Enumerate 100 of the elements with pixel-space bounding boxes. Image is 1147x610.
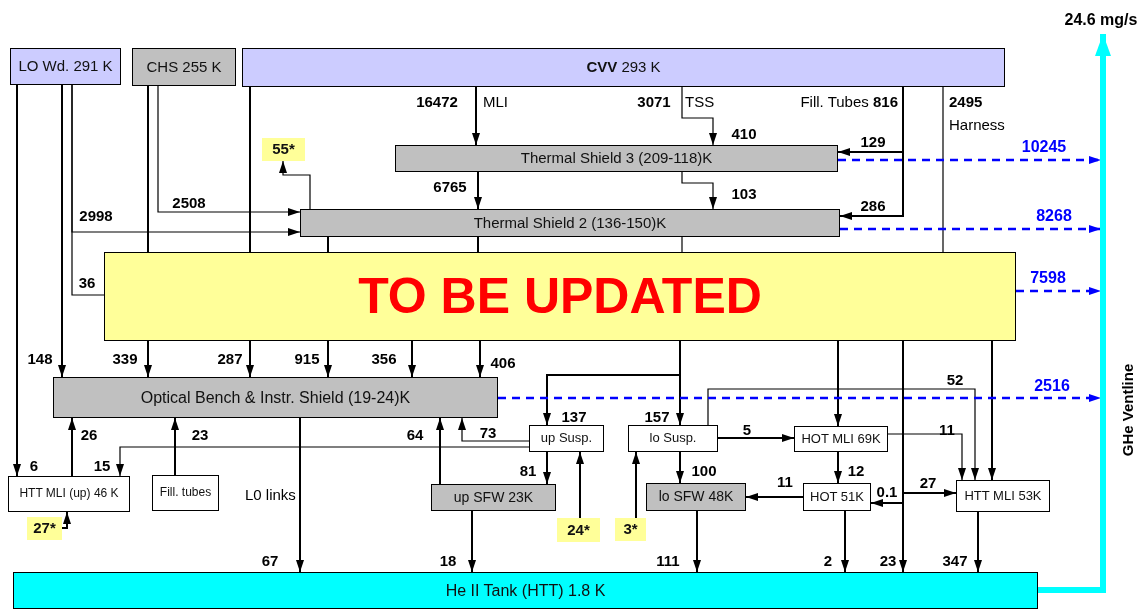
edge-label: 0.1 <box>876 483 898 499</box>
edge-label: 64 <box>406 426 424 442</box>
connector-line <box>71 84 105 296</box>
text-label: TSS <box>685 93 715 109</box>
arrow <box>13 84 21 477</box>
edge-label: 36 <box>78 274 96 290</box>
edge-label: 16472 <box>416 93 458 109</box>
text-label: 3071 <box>637 93 671 109</box>
arrow <box>693 510 701 573</box>
arrow <box>116 446 530 477</box>
connector-line <box>942 86 944 253</box>
edge-label: 23 <box>879 552 897 568</box>
component-box: up SFW 23K <box>431 484 556 511</box>
arrow <box>839 86 904 220</box>
edge-label: 10245 <box>1021 139 1067 155</box>
edge-label: 406 <box>490 354 516 370</box>
arrow <box>988 340 996 481</box>
component-box: HOT 51K <box>803 483 871 511</box>
arrow <box>246 340 254 378</box>
component-box: CHS 255 K <box>132 48 236 86</box>
value-tag: 3* <box>615 518 646 541</box>
edge-label: 286 <box>860 197 886 213</box>
connector-line <box>681 236 683 253</box>
arrow <box>834 451 842 484</box>
edge-label: 52 <box>946 371 964 387</box>
component-box: LO Wd. 291 K <box>10 48 121 85</box>
arrow <box>144 340 152 378</box>
value-tag: 27* <box>27 517 62 540</box>
edge-label: 287 <box>217 350 243 366</box>
edge-label: 81 <box>519 462 537 478</box>
edge-label: 26 <box>80 426 98 442</box>
arrow <box>408 340 416 378</box>
component-box: HTT MLI (up) 46 K <box>8 476 130 512</box>
arrow <box>58 84 66 378</box>
component-box: HTT MLI 53K <box>956 480 1050 512</box>
arrow <box>436 417 444 485</box>
arrow <box>468 510 476 573</box>
component-box: HOT MLI 69K <box>794 426 888 452</box>
flow-arrow <box>498 394 1101 402</box>
component-box: CVV 293 K <box>242 48 1005 87</box>
arrow <box>279 160 311 210</box>
component-box: Fill. tubes <box>152 475 219 511</box>
edge-label: 23 <box>191 426 209 442</box>
value-tag: 24* <box>557 518 600 542</box>
arrow <box>681 171 717 210</box>
arrow <box>974 511 982 573</box>
component-box: lo Susp. <box>628 425 718 452</box>
arrow <box>68 417 76 477</box>
arrow <box>632 451 640 519</box>
notice-box: TO BE UPDATED <box>104 252 1016 341</box>
edge-label: 148 <box>27 350 53 366</box>
text-label: L0 links <box>245 486 296 502</box>
arrow <box>681 86 717 146</box>
edge-label: 356 <box>371 350 397 366</box>
flow-rate-label: 24.6 mg/s <box>1056 6 1146 34</box>
connector-line <box>477 236 479 253</box>
arrow <box>458 417 530 442</box>
arrow <box>296 417 304 573</box>
arrow <box>474 171 482 210</box>
edge-label: 11 <box>777 473 793 489</box>
arrow <box>171 417 179 476</box>
edge-label: 11 <box>939 421 955 437</box>
component-box: He II Tank (HTT) 1.8 K <box>13 572 1038 609</box>
edge-label: 103 <box>731 185 757 201</box>
component-box: lo SFW 48K <box>646 483 746 511</box>
connector-line <box>147 85 149 253</box>
text-label: Fill. Tubes 816 <box>800 93 898 109</box>
edge-label: 157 <box>644 408 670 424</box>
component-box: Thermal Shield 2 (136-150)K <box>300 209 840 237</box>
arrow <box>745 493 804 501</box>
edge-label: 7598 <box>1030 270 1066 286</box>
edge-label: 2508 <box>172 194 206 210</box>
edge-label: 100 <box>691 462 717 478</box>
component-box: up Susp. <box>529 425 604 452</box>
component-box: Optical Bench & Instr. Shield (19-24)K <box>53 377 498 418</box>
arrow <box>61 511 71 529</box>
arrow <box>324 340 332 378</box>
arrow <box>472 86 480 146</box>
edge-label: 73 <box>479 424 497 440</box>
edge-label: 915 <box>294 350 320 366</box>
text-label: 2495 <box>949 93 983 109</box>
edge-label: 347 <box>942 552 968 568</box>
edge-label: 27 <box>919 474 937 490</box>
arrow <box>543 451 551 485</box>
connector-line <box>249 86 251 253</box>
axis-title: GHe Ventline <box>1119 363 1135 457</box>
edge-label: 410 <box>731 125 757 141</box>
arrow <box>576 451 584 519</box>
arrow <box>717 434 795 442</box>
edge-label: 129 <box>860 133 886 149</box>
flow-arrow <box>840 225 1101 233</box>
edge-label: 2516 <box>1034 378 1070 394</box>
edge-label: 8268 <box>1036 208 1072 224</box>
edge-label: 111 <box>656 552 680 568</box>
arrow <box>157 85 301 216</box>
arrow <box>899 340 907 573</box>
edge-label: 12 <box>847 462 865 478</box>
arrow <box>887 433 966 481</box>
arrow <box>841 510 849 573</box>
component-box: Thermal Shield 3 (209-118)K <box>395 145 838 172</box>
